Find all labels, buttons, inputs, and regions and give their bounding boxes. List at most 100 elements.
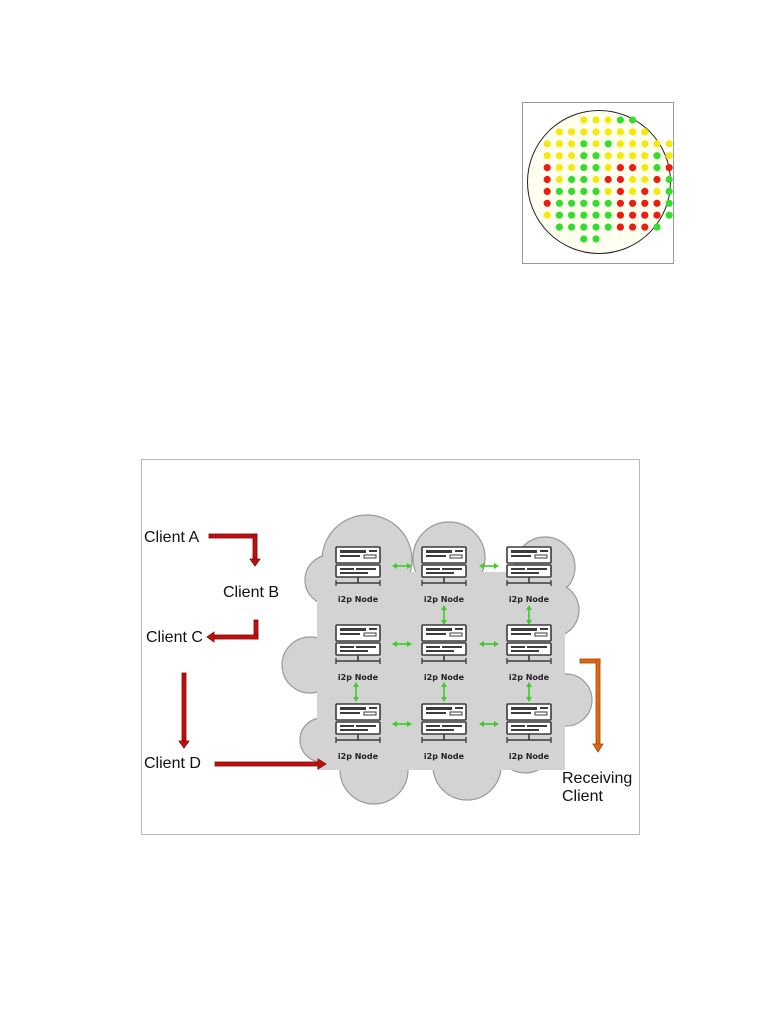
wafer-die-pass [604,199,612,207]
wafer-die-marginal [653,140,661,148]
wafer-die-pass [592,152,600,160]
client-a-label: Client A [144,529,199,546]
wafer-die-fail [653,175,661,184]
wafer-die-marginal [629,187,637,195]
wafer-die-pass [592,235,600,243]
wafer-die-fail [543,175,551,184]
wafer-die-fail [543,164,551,172]
wafer-die-marginal [641,175,649,184]
wafer-die-marginal [555,164,563,172]
wafer-die-marginal [580,128,588,136]
wafer-die-marginal [580,116,588,124]
node-link-horizontal [479,641,499,647]
wafer-die-marginal [604,152,612,160]
i2p-network-diagram: i2p Node i2p Node i2p Node i2p Node i2p Node… [141,459,640,835]
wafer-die-pass [580,175,588,184]
node-links [353,563,532,727]
wafer-die-pass [665,211,673,219]
wafer-die-pass [592,199,600,207]
i2p-node: i2p Node [506,624,552,682]
wafer-die-marginal [568,164,576,172]
i2p-node: i2p Node [335,624,381,682]
wafer-die-marginal [568,140,576,148]
wafer-die-marginal [555,152,563,160]
arrow-client-d-to-network [214,758,327,770]
wafer-die-pass [592,211,600,219]
client-b-label: Client B [223,584,279,601]
wafer-die-marginal [641,152,649,160]
node-link-horizontal [392,563,412,569]
wafer-die-pass [568,199,576,207]
wafer-die-fail [641,199,649,207]
wafer-die-marginal [641,140,649,148]
wafer-die-fail [604,175,612,184]
wafer-die-fail [629,211,637,219]
wafer-die-marginal [555,175,563,184]
wafer-die-fail [641,187,649,195]
wafer-die-marginal [616,152,624,160]
wafer-die-marginal [592,128,600,136]
wafer-die-marginal [543,140,551,148]
wafer-die-marginal [604,187,612,195]
i2p-node-label: i2p Node [424,752,465,761]
node-link-vertical [353,682,359,702]
wafer-die-marginal [555,140,563,148]
wafer-die-marginal [543,211,551,219]
node-link-vertical [526,682,532,702]
wafer-die-pass [555,211,563,219]
i2p-node-label: i2p Node [338,752,379,761]
wafer-die-pass [604,140,612,148]
node-link-horizontal [479,721,499,727]
wafer-die-fail [616,187,624,195]
i2p-node: i2p Node [506,546,552,604]
diagram-canvas: i2p Node i2p Node i2p Node i2p Node i2p Node… [144,514,632,805]
wafer-die-fail [641,223,649,231]
wafer-die-marginal [629,128,637,136]
receiving-client-label-line1: Receiving [562,770,632,787]
i2p-node-label: i2p Node [338,595,379,604]
wafer-die-fail [543,187,551,195]
wafer-die-pass [665,199,673,207]
i2p-node: i2p Node [421,703,467,761]
wafer-die-pass [580,152,588,160]
wafer-die-marginal [592,116,600,124]
i2p-node-label: i2p Node [509,752,550,761]
wafer-die-fail [653,211,661,219]
wafer-die-marginal [653,187,661,195]
i2p-node: i2p Node [506,703,552,761]
wafer-die-marginal [641,164,649,172]
wafer-die-fail [629,199,637,207]
wafer-die-fail [629,223,637,231]
wafer-die-pass [604,223,612,231]
wafer-die-marginal [604,128,612,136]
i2p-node-label: i2p Node [424,595,465,604]
wafer-die-pass [604,211,612,219]
wafer-die-fail [629,164,637,172]
wafer-die-pass [568,211,576,219]
wafer-die-pass [592,187,600,195]
wafer-die-fail [641,211,649,219]
client-d-label: Client D [144,755,201,772]
i2p-node: i2p Node [335,703,381,761]
wafer-die-marginal [629,175,637,184]
i2p-node-label: i2p Node [509,673,550,682]
wafer-die-marginal [543,152,551,160]
wafer-map [527,110,673,254]
wafer-die-pass [580,199,588,207]
i2p-node-label: i2p Node [424,673,465,682]
wafer-die-pass [568,175,576,184]
arrow-client-c-to-d [178,672,190,749]
wafer-die-pass [580,235,588,243]
node-link-horizontal [392,641,412,647]
arrow-client-a-to-b [208,533,261,567]
wafer-die-pass [580,187,588,195]
i2p-node-label: i2p Node [338,673,379,682]
wafer-die-fail [543,199,551,207]
wafer-die-marginal [665,152,673,160]
i2p-node: i2p Node [421,546,467,604]
i2p-node: i2p Node [335,546,381,604]
wafer-die-pass [616,116,624,124]
wafer-die-fail [616,223,624,231]
node-link-horizontal [479,563,499,569]
arrow-network-to-receiving-client [579,658,604,753]
